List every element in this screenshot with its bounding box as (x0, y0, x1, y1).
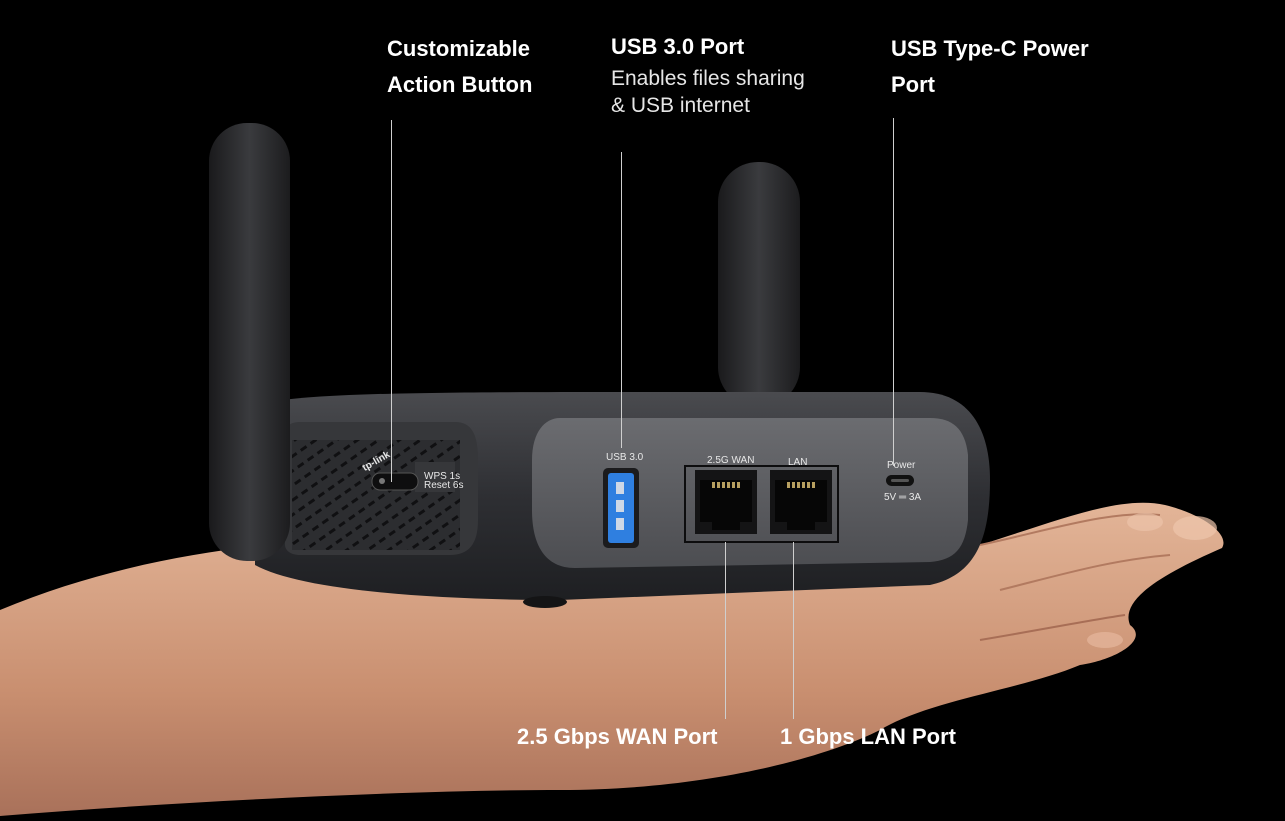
wan-port-label: 2.5G WAN (707, 455, 754, 466)
rear-antenna (718, 162, 800, 407)
usb3-callout-desc: Enables files sharing & USB internet (611, 65, 805, 119)
power-port-label: Power (887, 460, 916, 471)
usb3-desc-line2: & USB internet (611, 94, 750, 117)
usbc-line2: Port (891, 72, 935, 97)
wan-leader (725, 542, 726, 719)
wan-callout: 2.5 Gbps WAN Port (517, 724, 718, 749)
usb3-desc-line1: Enables files sharing (611, 67, 805, 90)
wps-label: WPS 1s (424, 471, 460, 482)
action-button-line1: Customizable (387, 36, 531, 61)
lan-leader (793, 542, 794, 719)
router (255, 392, 990, 608)
lan-port-label: LAN (788, 457, 807, 468)
reset-label: Reset 6s (424, 480, 463, 491)
action-button-leader (391, 120, 392, 482)
usbc-callout: USB Type-C Power Port (891, 31, 1089, 103)
action-button-line2: Action Button (387, 72, 533, 97)
power-rating-label: 5V ═ 3A (884, 492, 921, 503)
usb3-callout-title: USB 3.0 Port (611, 34, 745, 59)
action-button-callout: Customizable Action Button (387, 31, 532, 103)
front-antenna (209, 123, 290, 561)
lan-callout: 1 Gbps LAN Port (780, 724, 957, 749)
usbc-leader (893, 118, 894, 466)
usb-port-label: USB 3.0 (606, 452, 644, 463)
usbc-line1: USB Type-C Power (891, 36, 1089, 61)
usb3-leader (621, 152, 622, 448)
